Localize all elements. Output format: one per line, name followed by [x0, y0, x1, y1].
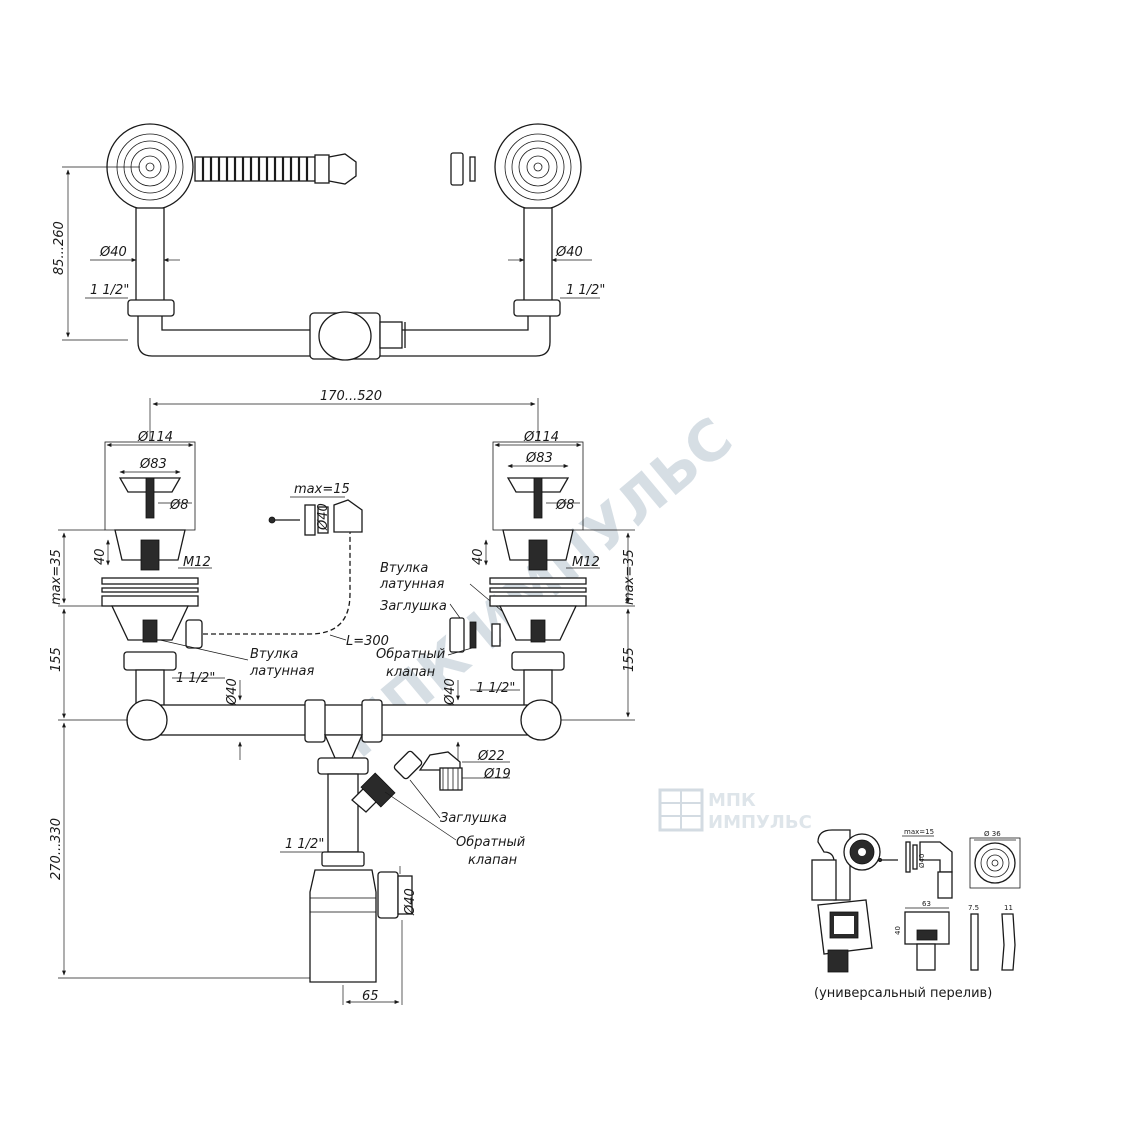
- label-check-valve-2: клапан: [386, 665, 436, 680]
- label-brass-bushing-right-2: латунная: [379, 577, 445, 592]
- left-dia-pin: Ø8: [169, 498, 189, 513]
- side-dia-22: Ø22: [477, 749, 505, 764]
- watermark-logo: МПК ИМПУЛЬС: [658, 788, 812, 833]
- right-bowl-assembly: Ø114 Ø83 Ø8 M12 40: [471, 430, 600, 707]
- top-right-strainer: [494, 123, 582, 211]
- inset-t11: 11: [1004, 904, 1013, 912]
- top-dim-dia-right: Ø40: [555, 245, 583, 260]
- label-plug-2: Заглушка: [440, 811, 507, 826]
- front-dia-left: Ø40: [225, 678, 240, 706]
- inset-w63: 63: [922, 900, 931, 908]
- label-check-valve-2-1: Обратный: [456, 835, 525, 850]
- right-bolt: M12: [572, 555, 600, 570]
- top-overflow-hose: [194, 152, 476, 186]
- label-plug: Заглушка: [380, 599, 447, 614]
- right-dia-outer: Ø114: [523, 430, 559, 445]
- top-view: [106, 123, 582, 361]
- front-thread-left: 1 1/2": [176, 671, 215, 686]
- inset-universal-overflow: max=15 Ø40 Ø 36 63 40 7.5 11 (универсаль…: [811, 828, 1021, 1001]
- left-dim-40: 40: [93, 548, 108, 565]
- trap-thread: 1 1/2": [285, 837, 324, 852]
- top-dim-dia-left: Ø40: [99, 245, 127, 260]
- top-dim-height: 85...260: [52, 221, 67, 275]
- watermark-logo-line1: МПК: [708, 790, 756, 811]
- label-check-valve-2-2: клапан: [468, 853, 518, 868]
- hose-length: L=300: [346, 634, 389, 649]
- overflow-max: max=15: [294, 482, 350, 497]
- front-dim-spacing: 170...520: [320, 389, 382, 404]
- right-dia-inner: Ø83: [525, 451, 553, 466]
- inset-t75: 7.5: [968, 904, 979, 912]
- left-dia-inner: Ø83: [139, 457, 167, 472]
- watermark-logo-line2: ИМПУЛЬС: [708, 812, 812, 833]
- top-dim-thread-left: 1 1/2": [90, 283, 129, 298]
- right-dim-40: 40: [471, 548, 486, 565]
- inset-dia36: Ø 36: [984, 830, 1001, 838]
- right-max: max=35: [622, 549, 637, 605]
- height-lower: 270...330: [49, 818, 64, 880]
- front-thread-right: 1 1/2": [476, 681, 515, 696]
- left-max: max=35: [49, 549, 64, 605]
- top-left-tailpiece: [135, 207, 165, 306]
- top-dim-thread-right: 1 1/2": [566, 283, 605, 298]
- label-brass-bushing-left-2: латунная: [249, 664, 315, 679]
- right-height: 155: [622, 647, 637, 672]
- left-height: 155: [49, 647, 64, 672]
- front-view: 170...520 Ø114 Ø83 Ø8 M12 40: [49, 389, 637, 1005]
- left-bolt: M12: [183, 555, 211, 570]
- inset-dia40: Ø40: [918, 854, 926, 868]
- trap-assembly: [309, 750, 463, 983]
- left-bowl-assembly: Ø114 Ø83 Ø8 M12 40: [93, 430, 212, 707]
- right-dia-pin: Ø8: [555, 498, 575, 513]
- inset-caption: (универсальный перелив): [814, 986, 992, 1001]
- trap-outlet: Ø40: [403, 888, 418, 916]
- inset-h40: 40: [894, 926, 902, 935]
- top-right-tailpiece: [523, 207, 553, 306]
- label-brass-bushing-right-1: Втулка: [380, 561, 428, 576]
- label-check-valve-1: Обратный: [376, 647, 445, 662]
- overflow-hose-assembly: max=15 Ø40 L=300: [185, 482, 389, 649]
- top-view-dimensions: 85...260 Ø40 1 1/2" Ø40 1 1/2": [52, 166, 605, 341]
- offset-65: 65: [362, 989, 379, 1004]
- left-dia-outer: Ø114: [137, 430, 173, 445]
- inset-max: max=15: [904, 828, 934, 836]
- middle-plug: [449, 617, 465, 653]
- label-brass-bushing-left-1: Втулка: [250, 647, 298, 662]
- horizontal-drain-pipe: [126, 699, 562, 759]
- side-dia-19: Ø19: [483, 767, 511, 782]
- overflow-dia: Ø40: [316, 503, 331, 531]
- front-dia-right: Ø40: [443, 678, 458, 706]
